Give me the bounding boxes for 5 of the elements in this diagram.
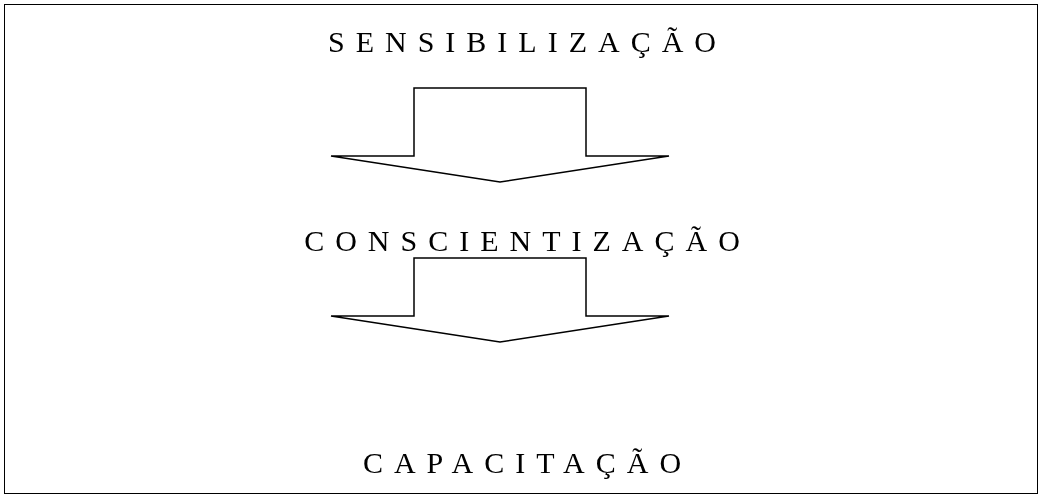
stage-label: CAPACITAÇÃO: [361, 446, 693, 480]
block-arrow: [330, 257, 670, 343]
block-arrow: [330, 87, 670, 183]
stage-label: SENSIBILIZAÇÃO: [327, 25, 727, 59]
stage-label: CONSCIENTIZAÇÃO: [303, 224, 751, 258]
